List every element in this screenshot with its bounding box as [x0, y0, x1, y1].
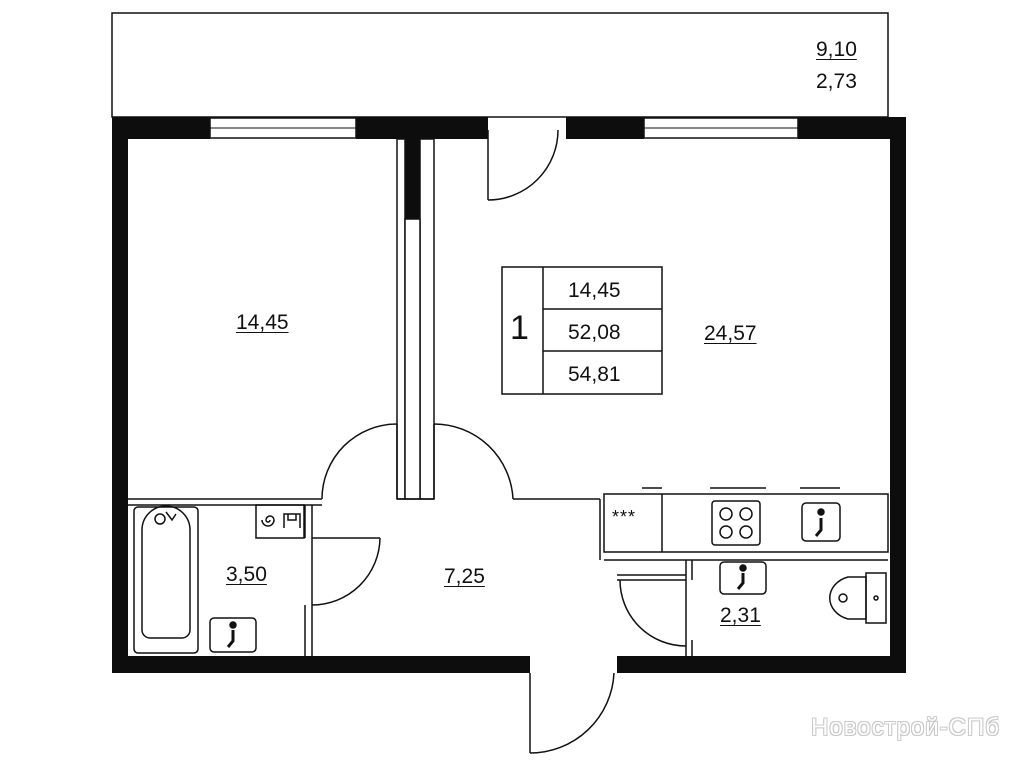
door-toilet	[619, 579, 687, 647]
summary-table	[501, 266, 663, 395]
door-bedroom	[321, 423, 398, 500]
window-bedroom	[209, 117, 357, 139]
watermark: Новострой-СПб	[811, 714, 1000, 741]
bathtub-icon	[133, 505, 199, 654]
balcony-area-reduced: 2,73	[816, 70, 857, 93]
bathroom-sink-icon	[209, 617, 257, 653]
living-area: 14,45	[568, 279, 621, 302]
toilet-bowl-icon	[829, 572, 887, 624]
door-bathroom	[311, 537, 381, 606]
balcony-outline	[111, 12, 889, 118]
partition-wall	[396, 138, 435, 500]
balcony-door	[487, 129, 559, 201]
toilet-area: 2,31	[720, 604, 761, 627]
kitchen-sink-icon	[801, 502, 841, 542]
bedroom-area: 14,45	[236, 311, 289, 334]
rooms-count: 1	[510, 309, 529, 347]
kitchen-counter	[513, 487, 889, 561]
bathroom-walls	[128, 498, 434, 656]
washing-machine-icon	[255, 504, 305, 539]
toilet-sink-icon	[719, 561, 767, 595]
toilet-walls	[617, 560, 693, 656]
hallway-area: 7,25	[444, 565, 485, 588]
living-kitchen-area: 24,57	[704, 322, 757, 345]
door-living	[433, 423, 514, 500]
total-area: 52,08	[568, 321, 621, 344]
entrance-door	[529, 672, 615, 754]
stove-icon	[711, 500, 761, 546]
bathroom-area: 3,50	[226, 563, 267, 586]
total-with-balcony: 54,81	[568, 363, 621, 386]
balcony-area: 9,10	[816, 38, 857, 61]
exterior-walls	[112, 117, 906, 673]
window-living	[643, 117, 799, 139]
stove-symbol: ***	[612, 507, 637, 527]
